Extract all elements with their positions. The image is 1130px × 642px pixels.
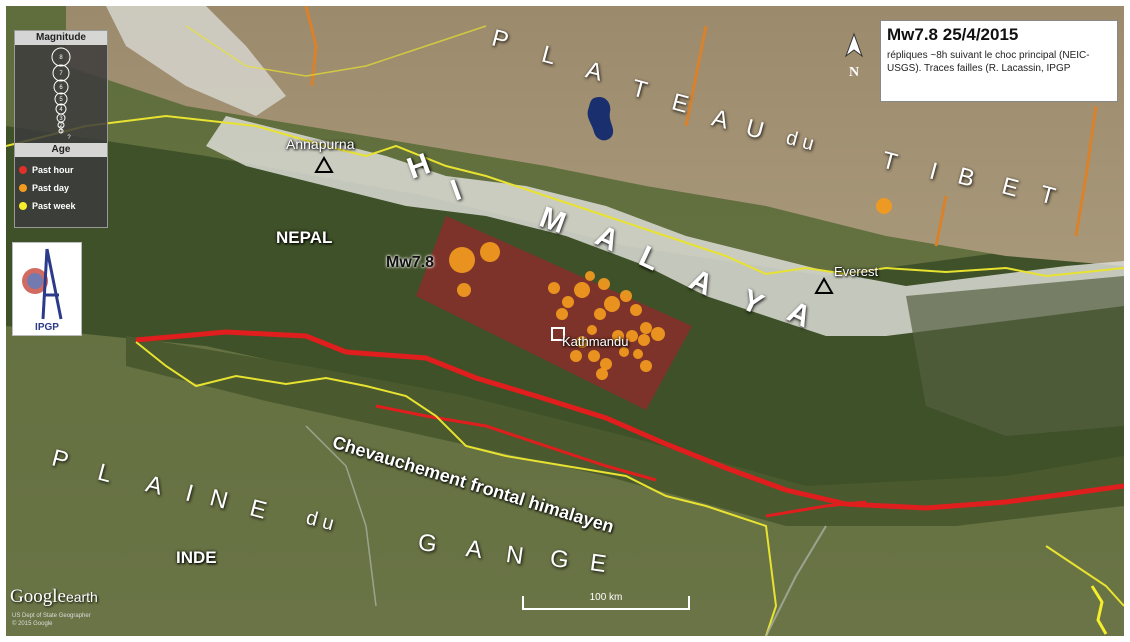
aftershock-marker <box>619 347 629 357</box>
river-1 <box>305 425 377 607</box>
aftershock-marker <box>630 304 642 316</box>
gange-letter: G <box>548 544 571 575</box>
aftershock-group <box>449 198 892 380</box>
aftershock-marker <box>576 336 588 348</box>
nepal-label: NEPAL <box>276 228 333 247</box>
east-yellow-marks <box>1090 585 1108 635</box>
scale-bar: 100 km <box>522 592 690 610</box>
magnitude-scale-icon: 8 7 6 5 4 3 2 1 ? <box>51 47 71 141</box>
inde-label: INDE <box>176 548 217 567</box>
aftershock-marker <box>480 242 500 262</box>
past-day-dot-icon <box>19 184 27 192</box>
info-description: répliques ~8h suivant le choc principal … <box>887 50 1090 74</box>
age-header: Age <box>15 143 107 157</box>
border-east <box>1045 545 1124 607</box>
legend-panel: Magnitude 8 7 6 5 4 3 2 1 ? <box>14 30 108 228</box>
map-canvas <box>6 6 1124 636</box>
border-tibet-north <box>185 25 487 77</box>
aftershock-marker <box>604 296 620 312</box>
aftershock-marker <box>556 308 568 320</box>
kathmandu-marker <box>551 327 565 341</box>
compass-letter: N <box>849 65 859 80</box>
everest-label: Everest <box>834 264 879 279</box>
aftershock-marker <box>651 327 665 341</box>
scale-label: 100 km <box>589 592 623 603</box>
past-hour-dot-icon <box>19 166 27 174</box>
lake <box>587 96 614 141</box>
magnitude-value: 5 <box>59 97 63 103</box>
aftershock-marker <box>588 350 600 362</box>
legend-past-week: Past week <box>19 201 76 211</box>
aftershock-marker <box>596 368 608 380</box>
aftershock-marker <box>638 334 650 346</box>
earth-brand: earth <box>65 589 98 605</box>
plateau-fault-4 <box>1074 105 1098 237</box>
legend-past-day: Past day <box>19 183 69 193</box>
fault-trace-main <box>135 329 1124 511</box>
map-frame: Annapurna Everest NEPAL Mw7.8 Kathmandu … <box>6 6 1124 636</box>
aftershock-marker <box>633 349 643 359</box>
plateau-fault-1 <box>304 6 318 87</box>
info-title: Mw7.8 25/4/2015 <box>887 25 1019 44</box>
magnitude-value: 4 <box>59 107 63 113</box>
eastern-mountains <box>906 276 1124 436</box>
aftershock-marker <box>548 282 560 294</box>
aftershock-marker <box>562 296 574 308</box>
north-arrow-icon: N <box>844 32 864 80</box>
plateau-fault-3 <box>934 195 948 247</box>
magnitude-value: ? <box>67 135 71 141</box>
aftershock-marker <box>585 271 595 281</box>
ipgp-text: IPGP <box>35 322 59 333</box>
magnitude-value: 3 <box>59 116 63 122</box>
everest-peak-icon <box>814 276 834 294</box>
aftershock-marker <box>626 330 638 342</box>
aftershock-marker <box>574 282 590 298</box>
snow-west <box>106 6 286 116</box>
aftershock-marker <box>449 247 475 273</box>
fault-trace-east <box>765 500 867 518</box>
aftershock-marker <box>457 283 471 297</box>
google-earth-logo: Googleearth <box>10 586 98 608</box>
google-earth-copyright: US Dept of State Geographer© 2015 Google <box>12 613 91 627</box>
aftershock-marker <box>620 290 632 302</box>
aftershock-marker <box>598 278 610 290</box>
info-box: Mw7.8 25/4/2015 répliques ~8h suivant le… <box>880 20 1118 102</box>
river-2 <box>765 525 827 636</box>
border-china-nepal <box>6 114 1124 278</box>
magnitude-value: 6 <box>59 85 63 91</box>
tibet-plateau <box>66 6 1124 266</box>
kathmandu-label: Kathmandu <box>562 334 629 349</box>
siwalik-hills <box>126 336 1124 526</box>
rupture-zone <box>416 216 692 410</box>
aftershock-marker <box>640 360 652 372</box>
aftershock-marker <box>587 325 597 335</box>
aftershock-marker <box>640 322 652 334</box>
aftershock-marker <box>612 330 624 342</box>
plateau-fault-2 <box>684 25 708 127</box>
gange-letter: G <box>416 528 439 559</box>
aftershock-marker <box>876 198 892 214</box>
magnitude-value: 7 <box>59 71 63 77</box>
magnitude-header: Magnitude <box>15 31 107 45</box>
border-nepal-india <box>135 341 778 636</box>
past-week-dot-icon <box>19 202 27 210</box>
aftershock-marker <box>594 308 606 320</box>
magnitude-value: 8 <box>59 55 63 61</box>
google-brand: Google <box>10 586 66 607</box>
annapurna-label: Annapurna <box>286 136 355 152</box>
annapurna-peak-icon <box>314 155 334 173</box>
ipgp-logo: IPGP <box>12 242 82 336</box>
magnitude-value: 1 <box>59 129 63 135</box>
ipgp-emblem-icon <box>22 248 63 320</box>
aftershock-marker <box>600 358 612 370</box>
fault-trace-secondary <box>375 404 657 482</box>
legend-past-hour: Past hour <box>19 165 74 175</box>
mw-label: Mw7.8 <box>386 254 435 271</box>
magnitude-value: 2 <box>59 123 63 129</box>
aftershock-marker <box>570 350 582 362</box>
